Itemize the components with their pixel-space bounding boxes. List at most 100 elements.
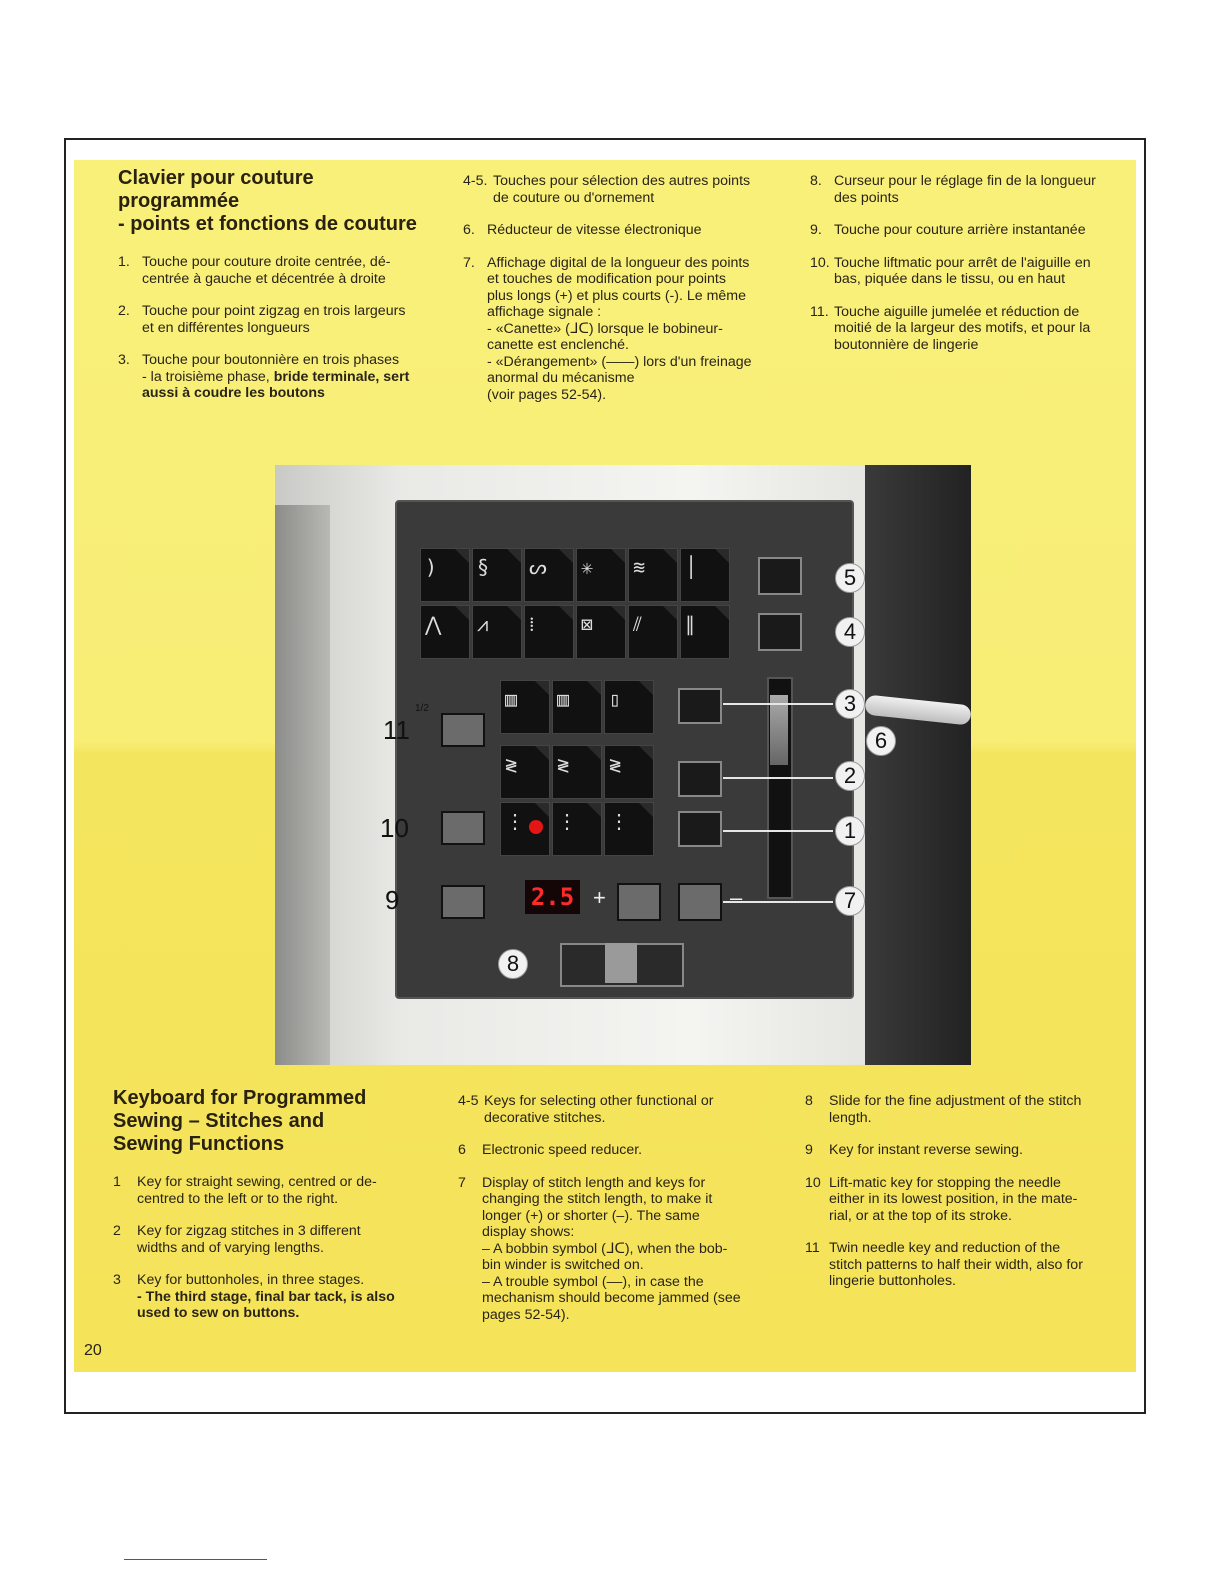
callout-line-1 (723, 830, 833, 832)
list-item: 2 Key for zigzag stitches in 3 different … (113, 1223, 448, 1256)
list-item: 1.Touche pour couture droite centrée, dé… (118, 254, 448, 287)
speed-slider-knob[interactable] (770, 695, 788, 765)
item-text-bold: bride terminale, sert aussi à coudre les… (142, 368, 410, 402)
item-number: 3 (113, 1272, 121, 1288)
item-text: Affichage digital de la longueur des poi… (487, 254, 752, 403)
item-text: Keys for selecting other functional or d… (484, 1093, 714, 1126)
item-number: 4-5. (463, 173, 488, 189)
item-text-bold: - The third stage, final bar tack, is al… (137, 1288, 395, 1322)
english-col-2: 4-5 Keys for selecting other functional o… (458, 1093, 793, 1339)
pattern-key[interactable]: ᔕ (524, 548, 574, 602)
zigzag-key[interactable]: ≷ (552, 745, 602, 799)
list-item: 8. Curseur pour le réglage fin de la long… (810, 173, 1130, 206)
item-text: Lift-matic key for stopping the needle e… (829, 1174, 1078, 1224)
twin-needle-key[interactable] (441, 713, 485, 747)
stitch-longer-key[interactable] (617, 883, 661, 921)
callout-9: 9 (385, 885, 400, 915)
callout-10: 10 (380, 813, 409, 843)
item-text: Key for straight sewing, centred or de- … (137, 1174, 377, 1207)
item-text: Display of stitch length and keys for ch… (482, 1174, 741, 1323)
list-item: 2.Touche pour point zigzag en trois larg… (118, 303, 448, 336)
pattern-key[interactable]: § (472, 548, 522, 602)
pattern-key[interactable]: ≋ (628, 548, 678, 602)
pattern-key[interactable]: ⊠ (576, 605, 626, 659)
buttonhole-select-key[interactable] (678, 688, 722, 724)
zigzag-row: ≷ ≷ ≷ (420, 745, 760, 800)
straight-row: ⋮ ⋮ ⋮ (420, 802, 760, 857)
item-text: Electronic speed reducer. (482, 1142, 643, 1158)
english-title-line3: Sewing Functions (113, 1133, 285, 1155)
zigzag-select-key[interactable] (678, 761, 722, 797)
callout-2: 2 (835, 761, 865, 791)
callout-4: 4 (835, 617, 865, 647)
callout-line-7 (723, 901, 833, 903)
item-text: Key for zigzag stitches in 3 different w… (137, 1223, 361, 1256)
list-item: 6. Réducteur de vitesse électronique (463, 222, 798, 239)
pattern-key[interactable]: ⁞ (524, 605, 574, 659)
item-text-regular: Touche pour boutonnière en trois phases … (142, 352, 400, 385)
stitch-shorter-key[interactable] (678, 883, 722, 921)
item-text: Key for buttonholes, in three stages.- T… (137, 1272, 448, 1322)
french-col-1: Clavier pour couture programmée - points… (118, 167, 448, 418)
pattern-select-key-5[interactable] (758, 557, 802, 595)
item-text: Curseur pour le réglage fin de la longue… (834, 173, 1096, 206)
pattern-key[interactable]: │ (680, 548, 730, 602)
item-number: 9. (810, 222, 822, 238)
stitch-length-display: 2.5 (525, 880, 580, 914)
plus-sign: + (593, 885, 606, 910)
item-number: 2. (118, 303, 130, 319)
list-item: 7. Affichage digital de la longueur des p… (463, 255, 798, 404)
buttonhole-key[interactable]: ▥ (552, 680, 602, 734)
french-title-line1: Clavier pour couture (118, 167, 314, 189)
list-item: 9.Touche pour couture arrière instantané… (810, 222, 1130, 239)
pattern-key[interactable]: ⩘ (472, 605, 522, 659)
pattern-key[interactable]: ⋀ (420, 605, 470, 659)
item-text: Touches pour sélection des autres points… (493, 173, 751, 206)
item-number: 6. (463, 222, 475, 238)
zigzag-key[interactable]: ≷ (604, 745, 654, 799)
reverse-key[interactable] (441, 885, 485, 919)
item-text: Touche liftmatic pour arrêt de l'aiguill… (834, 254, 1091, 288)
item-number: 1. (118, 254, 130, 270)
minus-sign: – (730, 885, 743, 910)
item-text: Réducteur de vitesse électronique (487, 222, 702, 238)
pattern-row-5: ) § ᔕ ✳ ≋ │ (420, 548, 760, 603)
straight-select-key[interactable] (678, 811, 722, 847)
half-label: 1/2 (415, 703, 429, 714)
fine-adjustment-knob[interactable] (605, 943, 637, 983)
callout-1: 1 (835, 816, 865, 846)
straight-key[interactable]: ⋮ (604, 802, 654, 856)
french-title-line3: - points et fonctions de couture (118, 213, 417, 235)
item-number: 8 (805, 1093, 813, 1109)
buttonhole-key[interactable]: ▥ (500, 680, 550, 734)
pattern-key[interactable]: ✳ (576, 548, 626, 602)
item-number: 6 (458, 1142, 466, 1158)
pattern-key[interactable]: ∥ (680, 605, 730, 659)
item-number: 7. (463, 254, 475, 271)
buttonhole-key[interactable]: ▯ (604, 680, 654, 734)
zigzag-key[interactable]: ≷ (500, 745, 550, 799)
item-number: 4-5 (458, 1093, 479, 1109)
liftmatic-key[interactable] (441, 811, 485, 845)
callout-7: 7 (835, 886, 865, 916)
pattern-key[interactable]: ⫽ (628, 605, 678, 659)
item-number: 11 (805, 1240, 820, 1256)
pattern-select-key-4[interactable] (758, 613, 802, 651)
callout-line-2 (723, 777, 833, 779)
pattern-key[interactable]: ) (420, 548, 470, 602)
item-number: 2 (113, 1223, 121, 1239)
straight-key[interactable]: ⋮ (552, 802, 602, 856)
list-item: 4-5. Touches pour sélection des autres po… (463, 173, 798, 206)
footer-link-line (124, 1559, 267, 1560)
english-title: Keyboard for Programmed Sewing – Stitche… (113, 1087, 448, 1156)
item-number: 1 (113, 1174, 121, 1190)
item-number: 8. (810, 173, 822, 189)
callout-line-3 (723, 703, 833, 705)
item-text: Key for instant reverse sewing. (829, 1142, 1023, 1158)
list-item: 11.Touche aiguille jumelée et réduction … (810, 304, 1130, 354)
